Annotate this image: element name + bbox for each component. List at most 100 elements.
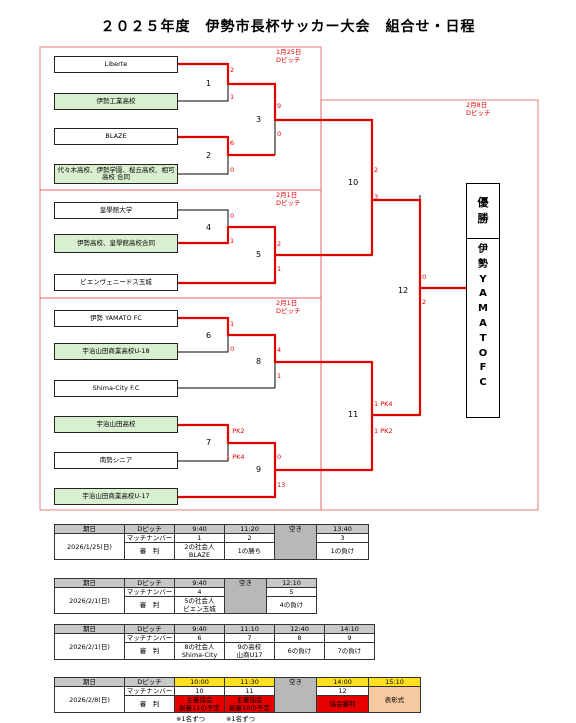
score: 1 PK4 bbox=[374, 400, 393, 408]
match-no-header: マッチナンバー bbox=[124, 633, 175, 643]
referee-cell: 1の勝ち bbox=[224, 542, 275, 560]
champion-char: O bbox=[478, 347, 488, 359]
champion-char: F bbox=[479, 362, 487, 374]
match-number-4: 4 bbox=[206, 223, 212, 232]
champion-char: A bbox=[479, 317, 487, 329]
date-note-group-c: 2月1日 Dピッチ bbox=[276, 299, 301, 315]
score: 2 bbox=[374, 166, 379, 174]
referee-cell: 主審協会 副審11の予定 bbox=[174, 695, 225, 713]
match-number-3: 3 bbox=[256, 115, 262, 124]
match-cell: 8 bbox=[274, 633, 325, 643]
team-slot-6: 伊勢高校、皇學館高校合同 bbox=[54, 234, 178, 253]
referee-cell: 主審協会 副審10の予定 bbox=[224, 695, 275, 713]
match-number-1: 1 bbox=[206, 79, 212, 88]
time-cell: 14:00 bbox=[316, 677, 369, 687]
date-note-group-b: 2月1日 Dピッチ bbox=[276, 191, 301, 207]
time-cell: 9:40 bbox=[174, 524, 225, 534]
match-number-7: 7 bbox=[206, 438, 212, 447]
schedule-table-day1: 期日 Dピッチ 9:40 11:20 空き 13:40 2026/1/25(日)… bbox=[54, 524, 369, 560]
referee-cell: 7の負け bbox=[324, 642, 375, 660]
score: 1 bbox=[277, 265, 282, 273]
match-number-8: 8 bbox=[256, 357, 262, 366]
champion-char: 伊 bbox=[478, 244, 488, 255]
champion-char: 勢 bbox=[478, 258, 488, 270]
team-slot-10: Shima-City F.C bbox=[54, 380, 178, 397]
date-note-final: 2月8日 Dピッチ bbox=[466, 101, 491, 117]
score: 1 bbox=[230, 237, 235, 245]
match-no-header: マッチナンバー bbox=[124, 533, 175, 543]
match-cell: 4 bbox=[174, 587, 225, 597]
team-slot-9: 宇治山田商業高校U-18 bbox=[54, 343, 178, 360]
champion-char: C bbox=[479, 377, 487, 389]
schedule-table-day3: 期日 Dピッチ 9:40 11:10 12:40 14:10 2026/2/1(… bbox=[54, 624, 375, 660]
match-number-5: 5 bbox=[256, 250, 262, 259]
time-cell: 12:10 bbox=[266, 578, 317, 588]
team-slot-2: 伊勢工業高校 bbox=[54, 93, 178, 110]
score: 2 bbox=[230, 66, 235, 74]
score: 1 bbox=[230, 320, 235, 328]
score: 9 bbox=[277, 102, 282, 110]
schedule-table-day4: 期日 Dピッチ 10:00 11:30 空き 14:00 15:10 2026/… bbox=[54, 677, 421, 713]
group-frame-c bbox=[39, 297, 322, 511]
match-cell: 1 bbox=[174, 533, 225, 543]
score: 4 bbox=[277, 346, 282, 354]
match-cell: 2 bbox=[224, 533, 275, 543]
match-cell: 10 bbox=[174, 686, 225, 696]
match-number-10: 10 bbox=[348, 178, 359, 187]
referee-cell: 5の社会人 ビエン玉城 bbox=[174, 596, 225, 614]
score: 13 bbox=[277, 481, 286, 489]
pitch-header: Dピッチ bbox=[124, 524, 175, 534]
score: 6 bbox=[230, 139, 235, 147]
referee-header: 審 判 bbox=[124, 642, 175, 660]
match-number-12: 12 bbox=[398, 286, 409, 295]
score: 0 bbox=[230, 345, 235, 353]
award-ceremony: 表彰式 bbox=[368, 686, 421, 713]
time-cell: 10:00 bbox=[174, 677, 225, 687]
score: 1 PK4 bbox=[226, 453, 245, 461]
score: 0 bbox=[277, 130, 282, 138]
referee-cell: 6の負け bbox=[274, 642, 325, 660]
time-cell: 9:40 bbox=[174, 578, 225, 588]
time-cell: 13:40 bbox=[316, 524, 369, 534]
team-slot-13: 宇治山田商業高校U-17 bbox=[54, 488, 178, 505]
champion-heading-char: 優 bbox=[477, 195, 489, 209]
date-cell: 2026/2/1(日) bbox=[54, 587, 125, 614]
schedule-table-day2: 期日 Dピッチ 9:40 空き 12:10 2026/2/1(日) マッチナンバ… bbox=[54, 578, 317, 614]
date-cell: 2026/1/25(日) bbox=[54, 533, 125, 560]
referee-cell: 9の高校 山商U17 bbox=[224, 642, 275, 660]
match-number-11: 11 bbox=[348, 410, 359, 419]
champion-heading-char: 勝 bbox=[477, 212, 489, 225]
score: 1 bbox=[277, 372, 282, 380]
champion-char: Y bbox=[479, 273, 487, 285]
score: 0 bbox=[230, 166, 235, 174]
team-slot-7: ビエンヴェニードス玉城 bbox=[54, 274, 178, 291]
champion-team-name: 伊 勢 Y A M A T O F C bbox=[467, 239, 499, 391]
referee-cell: 8の社会人 Shima-City bbox=[174, 642, 225, 660]
date-header: 期日 bbox=[54, 524, 125, 534]
score: 2 bbox=[277, 240, 282, 248]
free-slot: 空き bbox=[274, 524, 317, 560]
match-number-2: 2 bbox=[206, 151, 212, 160]
pitch-header: Dピッチ bbox=[124, 624, 175, 634]
page-title: ２０２５年度 伊勢市長杯サッカー大会 組合せ・日程 bbox=[100, 19, 476, 35]
team-slot-8: 伊勢 YAMATO FC bbox=[54, 310, 178, 327]
team-slot-4: 代々木高校、伊勢学園、桜丘高校、相可高校 合同 bbox=[54, 164, 178, 184]
referee-header: 審 判 bbox=[124, 542, 175, 560]
match-no-header: マッチナンバー bbox=[124, 587, 175, 597]
footnote: ※1名ずつ bbox=[176, 715, 206, 723]
match-cell: 6 bbox=[174, 633, 225, 643]
champion-heading: 優 勝 bbox=[467, 184, 499, 239]
score: 0 bbox=[277, 453, 282, 461]
time-cell: 14:10 bbox=[324, 624, 375, 634]
match-cell: 9 bbox=[324, 633, 375, 643]
match-cell: 11 bbox=[224, 686, 275, 696]
pitch-header: Dピッチ bbox=[124, 578, 175, 588]
final-frame bbox=[320, 99, 539, 511]
champion-char: A bbox=[479, 288, 487, 300]
free-slot: 空き bbox=[274, 677, 317, 713]
champion-box: 優 勝 伊 勢 Y A M A T O F C bbox=[466, 183, 500, 418]
date-cell: 2026/2/1(日) bbox=[54, 633, 125, 660]
score: 1 bbox=[230, 93, 235, 101]
team-slot-12: 南勢シニア bbox=[54, 452, 178, 469]
